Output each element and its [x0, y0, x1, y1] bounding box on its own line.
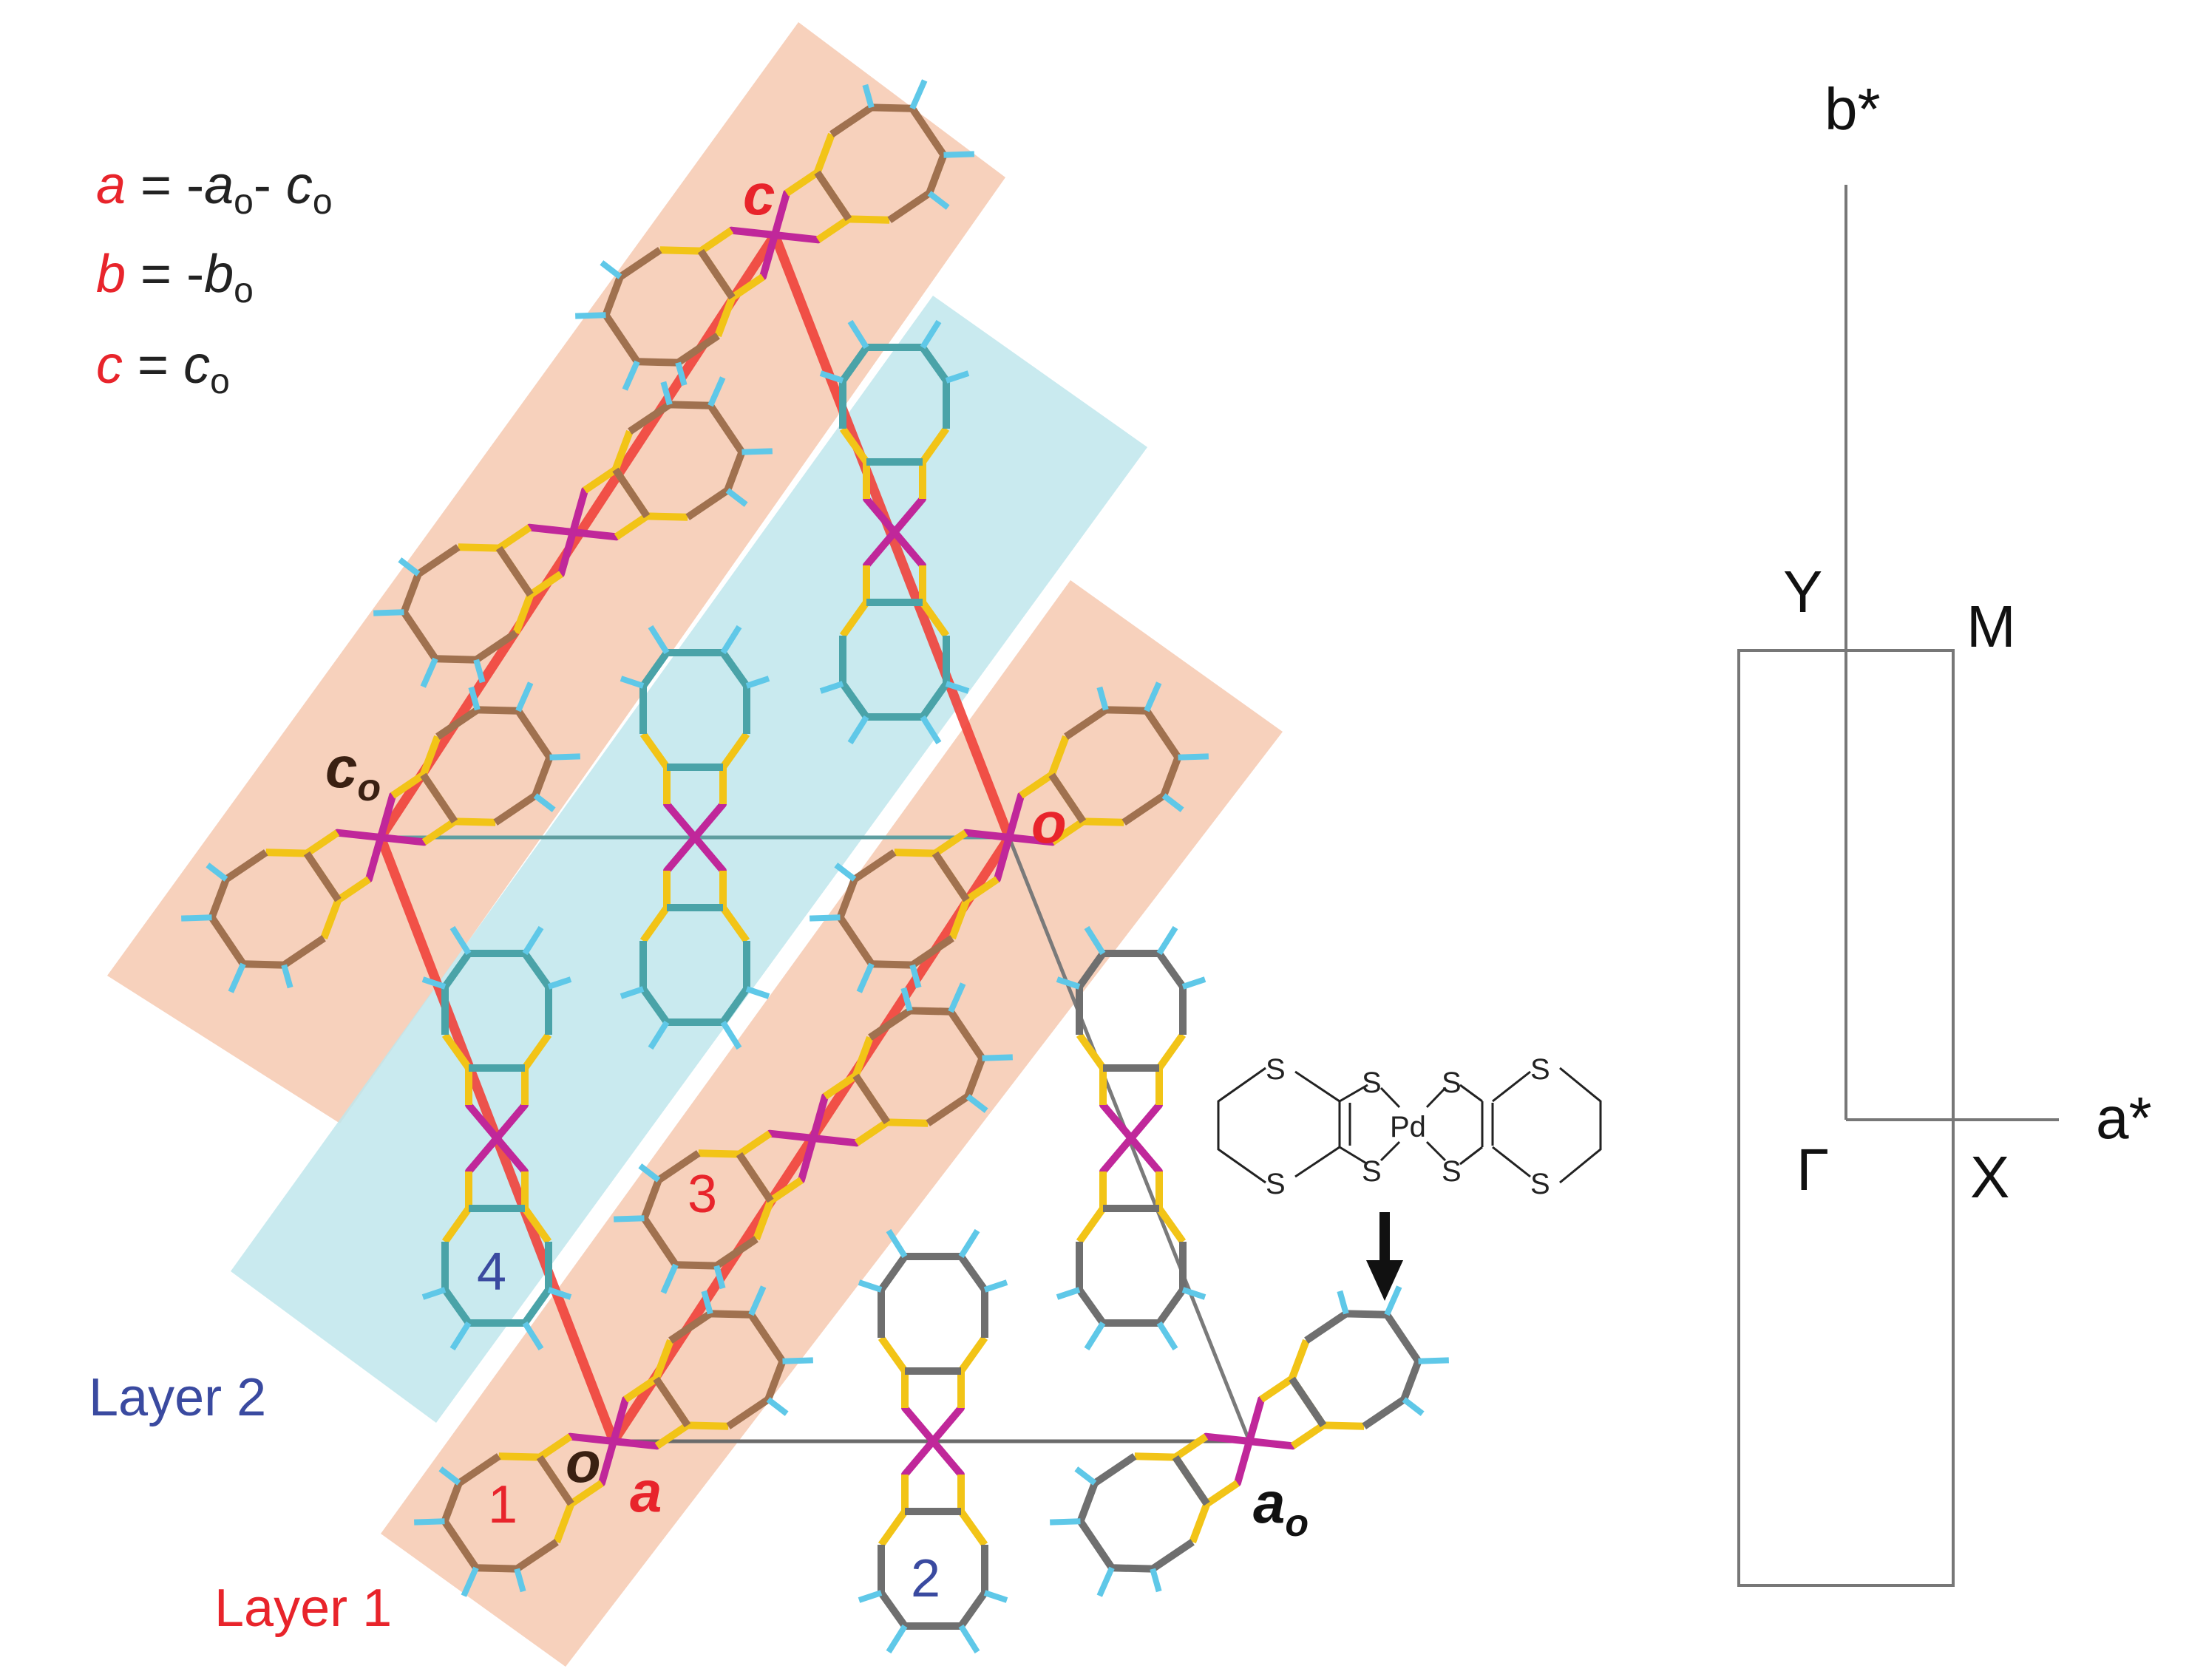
- molecule: [858, 1228, 1008, 1654]
- molecule-number-2: 2: [911, 1549, 940, 1608]
- brillouin-zone: [1737, 185, 2059, 1587]
- bz-label-Y: Y: [1783, 559, 1822, 625]
- formula-s-3: S: [1362, 1067, 1382, 1099]
- equation-b: b = -bo: [96, 245, 254, 310]
- equation-a: a = -ao- co: [96, 156, 333, 222]
- formula-s-5: S: [1442, 1067, 1462, 1099]
- molecule: [1050, 1285, 1449, 1597]
- formula-s-4: S: [1362, 1155, 1382, 1188]
- layer-2-label: Layer 2: [89, 1368, 266, 1427]
- layer1-band-bottom: [381, 580, 1283, 1667]
- bz-label-X: X: [1970, 1144, 2009, 1210]
- formula-s-6: S: [1442, 1155, 1462, 1188]
- bz-label-gamma: Γ: [1796, 1137, 1829, 1203]
- transformation-equations: a = -ao- co b = -bo c = co: [96, 156, 333, 401]
- structural-formula: [1217, 1067, 1602, 1184]
- bz-label-a-star: a*: [2096, 1085, 2152, 1151]
- molecule: [620, 625, 770, 1050]
- molecule-number-4: 4: [477, 1242, 506, 1302]
- molecule: [614, 982, 1013, 1294]
- molecule: [414, 1285, 813, 1597]
- layer-1-label: Layer 1: [214, 1579, 392, 1638]
- molecule: [181, 681, 580, 993]
- molecule: [421, 925, 572, 1351]
- molecules: [181, 79, 1449, 1654]
- label-a-bottom: a: [630, 1459, 662, 1524]
- bz-label-M: M: [1966, 594, 2016, 659]
- label-c-o: co: [325, 735, 381, 809]
- formula-pd: Pd: [1390, 1111, 1426, 1143]
- molecule: [1056, 925, 1206, 1351]
- down-arrow-icon: [1366, 1212, 1403, 1301]
- label-a-o: ao: [1253, 1470, 1309, 1545]
- structural-formula-atoms: S S S S Pd S S S S: [1266, 1053, 1550, 1200]
- layer2-band: [231, 296, 1147, 1423]
- molecule-number-3: 3: [688, 1165, 717, 1224]
- bz-label-b-star: b*: [1825, 76, 1881, 142]
- label-o-bottom: o: [566, 1429, 601, 1494]
- formula-s-8: S: [1530, 1168, 1550, 1200]
- molecule-number-1: 1: [488, 1475, 517, 1534]
- formula-s-7: S: [1530, 1053, 1550, 1086]
- formula-s-2: S: [1266, 1168, 1286, 1200]
- molecule: [819, 319, 970, 745]
- molecule: [575, 79, 974, 391]
- label-c-top: c: [743, 162, 775, 227]
- molecule: [810, 681, 1209, 993]
- label-o-right: o: [1031, 790, 1067, 855]
- equation-c: c = co: [96, 336, 230, 401]
- molecule: [373, 376, 773, 688]
- formula-s-1: S: [1266, 1053, 1286, 1086]
